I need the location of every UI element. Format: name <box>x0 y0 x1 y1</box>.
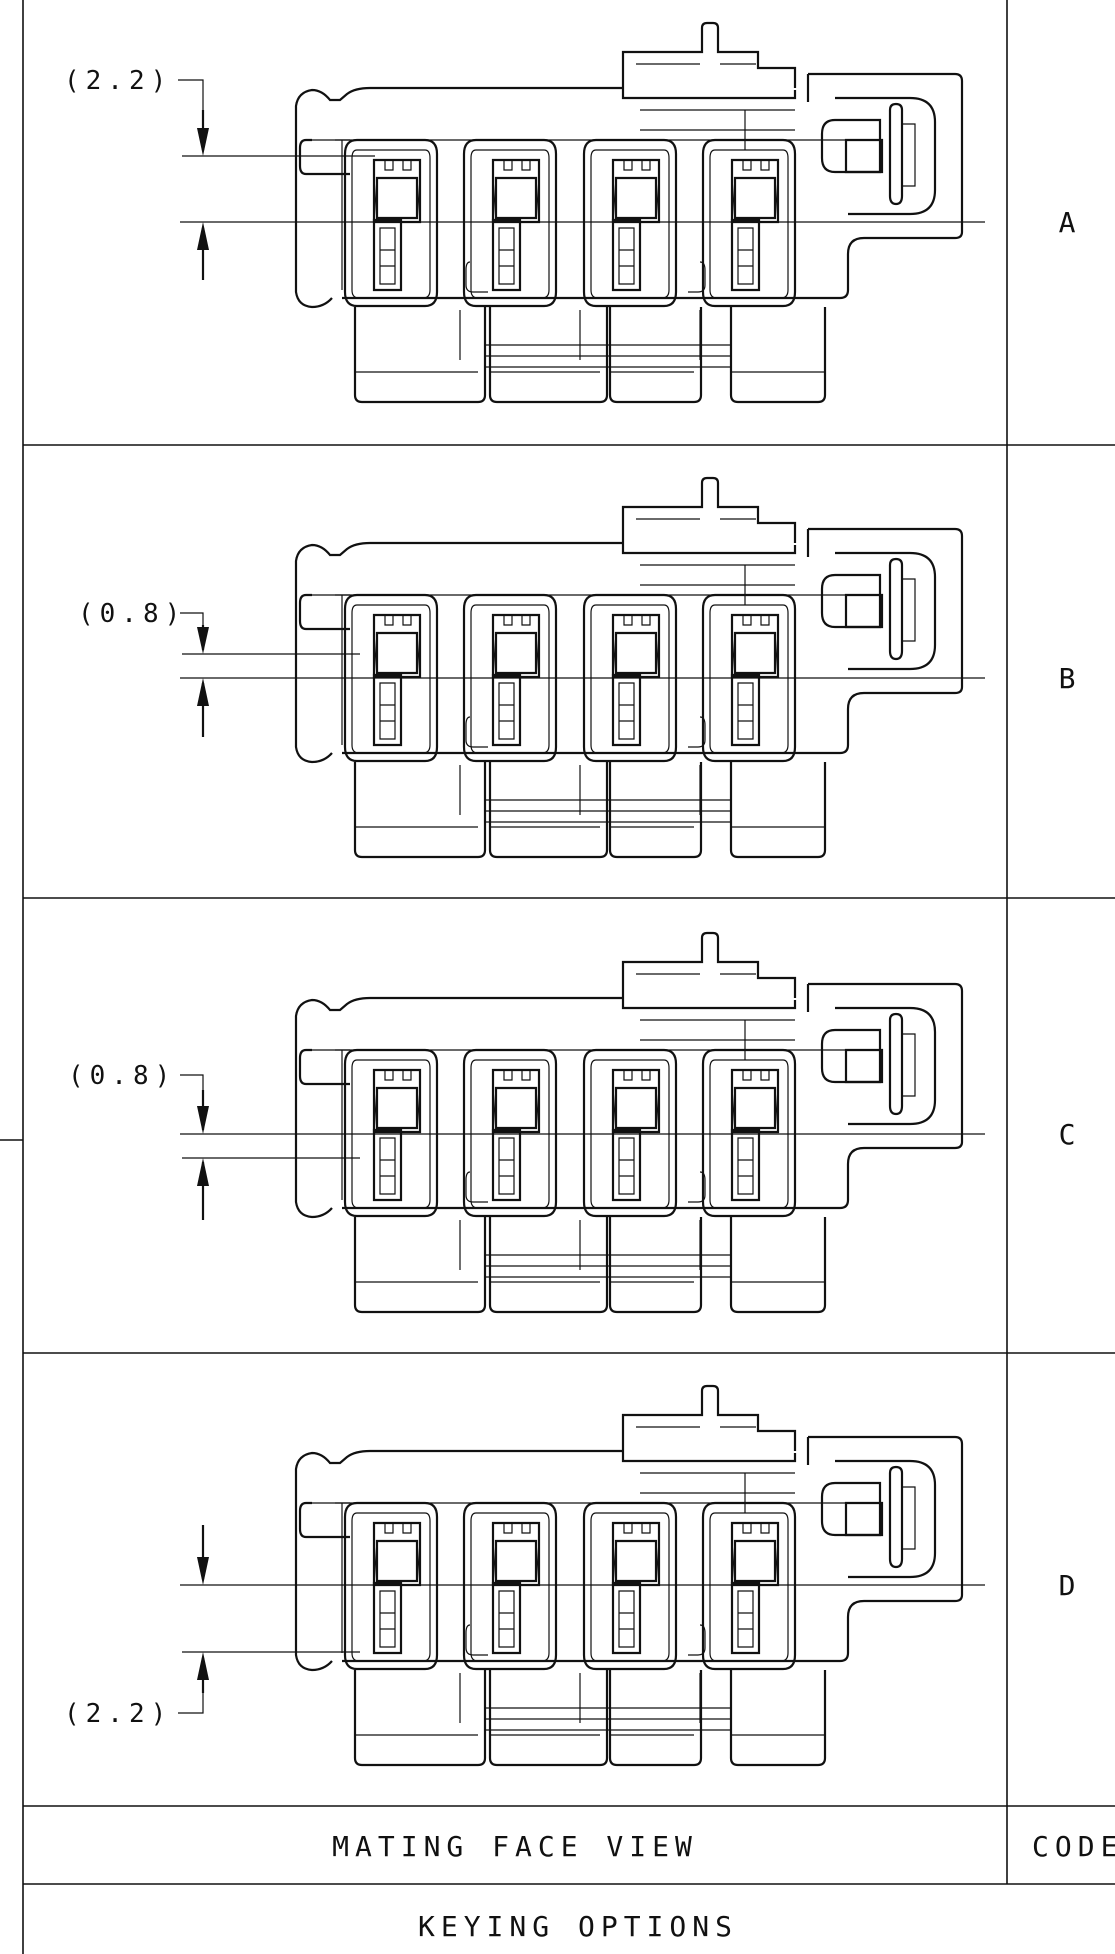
view-label: MATING FACE VIEW <box>332 1830 698 1863</box>
connector-drawing-a <box>180 21 985 404</box>
dimension-label-d: (2.2) <box>64 1699 172 1729</box>
dimension-callout-c: (0.8) <box>68 1061 209 1220</box>
connector-drawing-d <box>180 1384 985 1767</box>
dimension-callout-d: (2.2) <box>64 1525 209 1729</box>
keying-row-c: (0.8) C <box>68 931 1082 1314</box>
keying-row-a: (2.2) A <box>64 21 1082 404</box>
keying-options-title: KEYING OPTIONS <box>418 1910 738 1943</box>
dimension-label-c: (0.8) <box>68 1061 176 1091</box>
connector-drawing-c <box>180 931 985 1314</box>
dimension-label-b: (0.8) <box>78 599 186 629</box>
connector-drawing-b <box>180 476 985 859</box>
code-label-d: D <box>1059 1569 1082 1602</box>
code-label-b: B <box>1059 662 1082 695</box>
keying-row-d: (2.2) D <box>64 1384 1082 1767</box>
keying-row-b: (0.8) B <box>78 476 1082 859</box>
code-label-c: C <box>1059 1118 1082 1151</box>
dimension-callout-b: (0.8) <box>78 599 209 737</box>
dimension-callout-a: (2.2) <box>64 66 209 280</box>
code-label-a: A <box>1059 206 1082 239</box>
dimension-label-a: (2.2) <box>64 66 172 96</box>
code-column-header: CODE <box>1032 1830 1115 1863</box>
